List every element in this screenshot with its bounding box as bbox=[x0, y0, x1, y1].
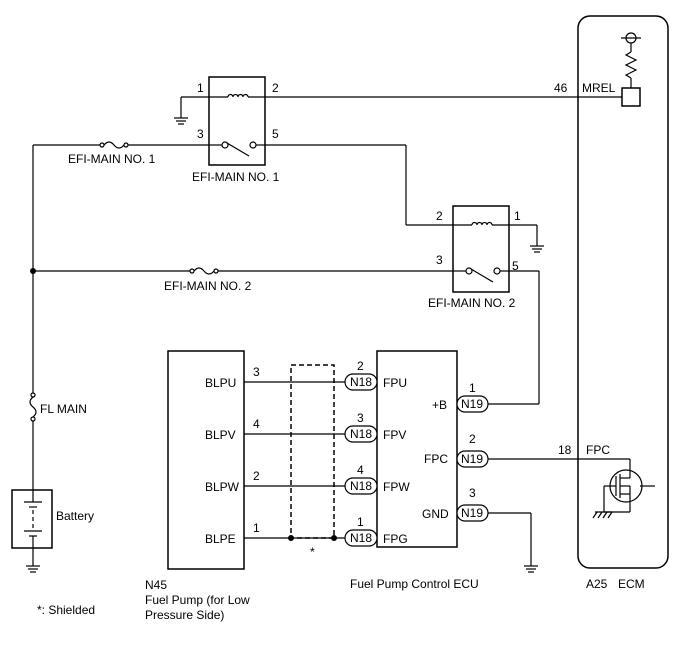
pump-name-line1: Fuel Pump (for Low bbox=[145, 593, 250, 607]
relay1-pin-3: 3 bbox=[197, 127, 204, 141]
shield-drain-dot-left bbox=[288, 535, 294, 541]
ecm-code: A25 bbox=[586, 577, 608, 591]
fpc-transistor-icon bbox=[603, 459, 655, 513]
battery-icon bbox=[24, 490, 42, 548]
svg-text:N18: N18 bbox=[350, 375, 372, 389]
svg-text:N19: N19 bbox=[461, 397, 483, 411]
svg-text:FPG: FPG bbox=[383, 532, 408, 546]
svg-text:2: 2 bbox=[357, 359, 364, 373]
relay1-label: EFI-MAIN NO. 1 bbox=[192, 170, 280, 184]
svg-text:N18: N18 bbox=[350, 427, 372, 441]
ecu-left-connector-fpu: 2 N18 FPU bbox=[344, 359, 407, 391]
svg-text:N18: N18 bbox=[350, 531, 372, 545]
svg-text:1: 1 bbox=[469, 381, 476, 395]
ecu-left-connector-fpg: 1 N18 FPG bbox=[344, 515, 408, 547]
relay1-switch-icon bbox=[209, 141, 265, 157]
ecm-mrel-label: MREL bbox=[582, 81, 616, 95]
efi-main-no1-relay bbox=[208, 76, 266, 166]
relay2-pin-3: 3 bbox=[436, 253, 443, 267]
ecm-name: ECM bbox=[618, 577, 645, 591]
relay2-switch-icon bbox=[453, 267, 509, 283]
fuse2-label: EFI-MAIN NO. 2 bbox=[164, 279, 252, 293]
svg-text:FPW: FPW bbox=[383, 480, 410, 494]
fuel-pump-box bbox=[167, 350, 245, 570]
efi-main-no2-relay bbox=[452, 205, 510, 293]
svg-text:FPC: FPC bbox=[424, 452, 448, 466]
pump-code: N45 bbox=[145, 578, 167, 592]
ecm-fpc-label: FPC bbox=[586, 443, 610, 457]
battery-box bbox=[11, 489, 53, 549]
svg-text:+B: +B bbox=[432, 398, 447, 412]
svg-text:4: 4 bbox=[357, 463, 364, 477]
relay2-label: EFI-MAIN NO. 2 bbox=[428, 296, 516, 310]
pump-term-blpe: BLPE bbox=[205, 532, 236, 546]
efi-main-no1-fuse-icon bbox=[99, 141, 129, 149]
svg-text:2: 2 bbox=[469, 432, 476, 446]
pump-term-blpu: BLPU bbox=[205, 376, 236, 390]
ecu-right-connector-gnd: 3 N19 GND bbox=[422, 486, 489, 522]
ecu-ground-icon bbox=[524, 565, 538, 573]
relay1-pin-5: 5 bbox=[272, 127, 279, 141]
efi-main-no2-fuse-icon bbox=[189, 267, 219, 275]
ecm-mrel-pin: 46 bbox=[554, 81, 568, 95]
svg-text:3: 3 bbox=[357, 411, 364, 425]
relay2-ground-icon bbox=[530, 245, 544, 253]
svg-text:3: 3 bbox=[469, 486, 476, 500]
relay2-pin-1: 1 bbox=[514, 209, 521, 223]
pump-term-blpw: BLPW bbox=[205, 480, 240, 494]
ecu-left-connector-fpv: 3 N18 FPV bbox=[344, 411, 406, 443]
pump-term-blpv: BLPV bbox=[205, 428, 236, 442]
shield-legend: *: Shielded bbox=[37, 603, 95, 617]
svg-text:1: 1 bbox=[357, 515, 364, 529]
ecu-name: Fuel Pump Control ECU bbox=[350, 577, 479, 591]
relay1-ground-icon bbox=[174, 117, 188, 125]
pump-pin-blpv: 4 bbox=[253, 417, 260, 431]
svg-text:FPU: FPU bbox=[383, 376, 407, 390]
ecm-ground-icon bbox=[592, 511, 613, 519]
battery-ground-icon bbox=[26, 565, 40, 573]
svg-text:N18: N18 bbox=[350, 479, 372, 493]
svg-text:N19: N19 bbox=[461, 452, 483, 466]
shield-box bbox=[290, 364, 335, 539]
relay1-pin-2: 2 bbox=[272, 81, 279, 95]
fuse1-label: EFI-MAIN NO. 1 bbox=[68, 152, 156, 166]
relay2-coil-icon bbox=[453, 221, 509, 226]
ecm-fpc-pin: 18 bbox=[558, 443, 572, 457]
ecu-left-connector-fpw: 4 N18 FPW bbox=[344, 463, 410, 495]
pump-pin-blpw: 2 bbox=[253, 469, 260, 483]
shield-drain-dot-right bbox=[331, 535, 337, 541]
fl-main-label: FL MAIN bbox=[40, 402, 87, 416]
relay1-coil-icon bbox=[209, 93, 265, 98]
ecm-box bbox=[577, 15, 669, 569]
fl-main-fuse-icon bbox=[29, 392, 37, 422]
svg-text:FPV: FPV bbox=[383, 428, 406, 442]
relay1-pin-1: 1 bbox=[197, 81, 204, 95]
mrel-driver-box bbox=[621, 87, 641, 107]
ecu-right-connector-b: 1 N19 +B bbox=[432, 381, 489, 413]
battery-label: Battery bbox=[56, 509, 94, 523]
ecu-right-connector-fpc: 2 N19 FPC bbox=[424, 432, 489, 468]
pump-pin-blpu: 3 bbox=[253, 365, 260, 379]
shield-marker: * bbox=[310, 545, 315, 559]
svg-text:GND: GND bbox=[422, 507, 449, 521]
relay2-pin-2: 2 bbox=[436, 209, 443, 223]
svg-text:N19: N19 bbox=[461, 506, 483, 520]
ecm-pullup-resistor bbox=[621, 32, 641, 88]
relay2-pin-5: 5 bbox=[512, 259, 519, 273]
fuel-pump-ecu-box bbox=[376, 350, 458, 548]
pump-pin-blpe: 1 bbox=[253, 521, 260, 535]
pump-name-line2: Pressure Side) bbox=[145, 608, 224, 622]
